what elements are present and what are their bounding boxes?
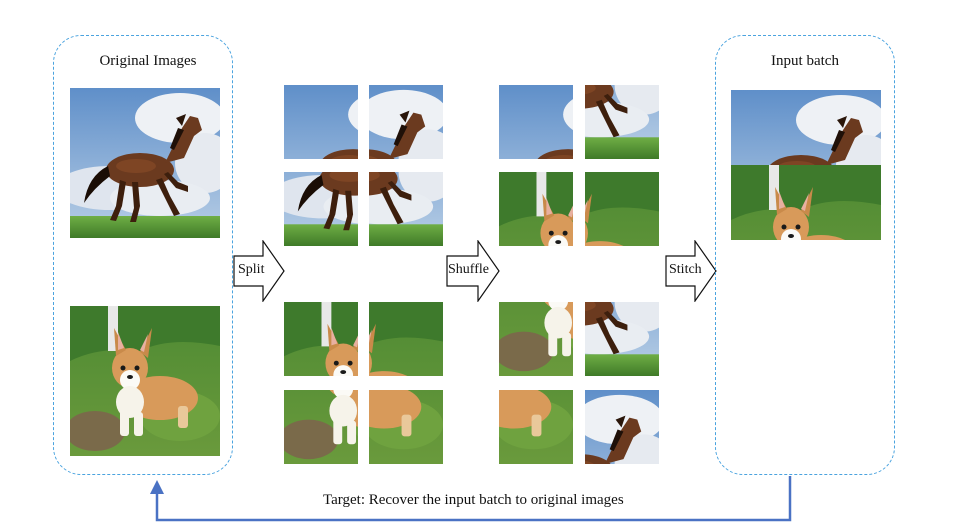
stitch-arrow bbox=[665, 240, 717, 302]
target-caption: Target: Recover the input batch to origi… bbox=[323, 492, 624, 508]
original-images-title: Original Images bbox=[99, 53, 197, 69]
input-batch-title: Input batch bbox=[771, 53, 839, 69]
original-images-box bbox=[53, 35, 233, 475]
stitch-label: Stitch bbox=[669, 262, 702, 277]
shuffle-arrow bbox=[446, 240, 500, 302]
split-arrow bbox=[233, 240, 285, 302]
shuffle-label: Shuffle bbox=[448, 262, 489, 277]
split-label: Split bbox=[238, 262, 265, 277]
input-batch-box bbox=[715, 35, 895, 475]
